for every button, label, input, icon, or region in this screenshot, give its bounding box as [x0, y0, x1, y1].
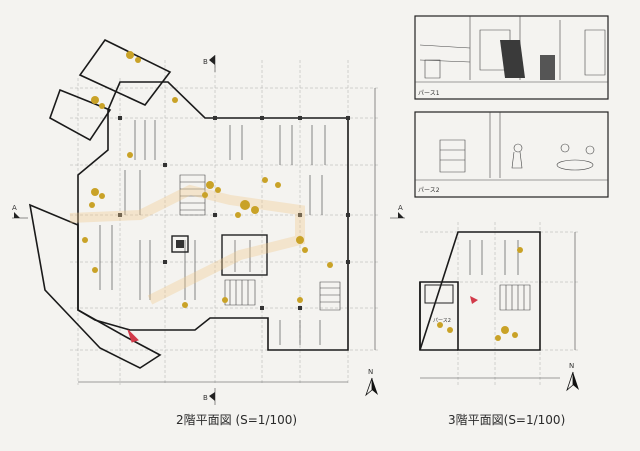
section-marker-right: A: [390, 204, 405, 219]
floor3-plan: パース2 N 3階平面図(S=1/100): [419, 222, 580, 427]
perspective-2-title: パース2: [418, 187, 440, 194]
floor2-north-arrow: N: [365, 368, 378, 397]
floor2-columns: [118, 116, 350, 310]
perspective-2: パース2: [414, 111, 609, 198]
floor2-bookshelves: [99, 120, 326, 345]
perspective-1: パース1: [414, 15, 609, 100]
floor2-stairs: [179, 174, 341, 311]
floor3-caption: 3階平面図(S=1/100): [448, 412, 565, 427]
floor2-viewpoint-marker: [127, 329, 139, 343]
north-label-3f: N: [569, 362, 574, 370]
floor3-viewpoint-label: パース2: [433, 318, 451, 324]
section-marker-top: B: [203, 55, 216, 72]
floor2-circulation-highlight: [69, 184, 305, 305]
floor2-annex-wall: [78, 38, 172, 106]
floor3-furniture: [437, 247, 523, 341]
section-marker-left: A: [12, 204, 28, 219]
floor2-furniture: [82, 51, 333, 308]
floor2-caption: 2階平面図 (S=1/100): [176, 412, 297, 427]
section-marker-bottom: B: [203, 388, 216, 405]
floor2-core: [171, 234, 268, 276]
section-label-left: A: [12, 204, 17, 212]
floor2-plan: B B A A N 2階平面図 (S=1/100): [12, 38, 405, 427]
section-label-right: A: [398, 204, 403, 212]
section-label-bottom: B: [203, 394, 208, 402]
floor3-north-arrow: N: [566, 362, 579, 392]
north-label-2f: N: [368, 368, 373, 376]
perspective-1-title: パース1: [418, 90, 440, 97]
floor2-outer-wall: [77, 81, 349, 351]
section-label-top: B: [203, 58, 208, 66]
floor3-viewpoint-marker: [470, 296, 478, 304]
floor2-grid: [70, 60, 380, 385]
floor2-wing-wall: [28, 203, 162, 369]
